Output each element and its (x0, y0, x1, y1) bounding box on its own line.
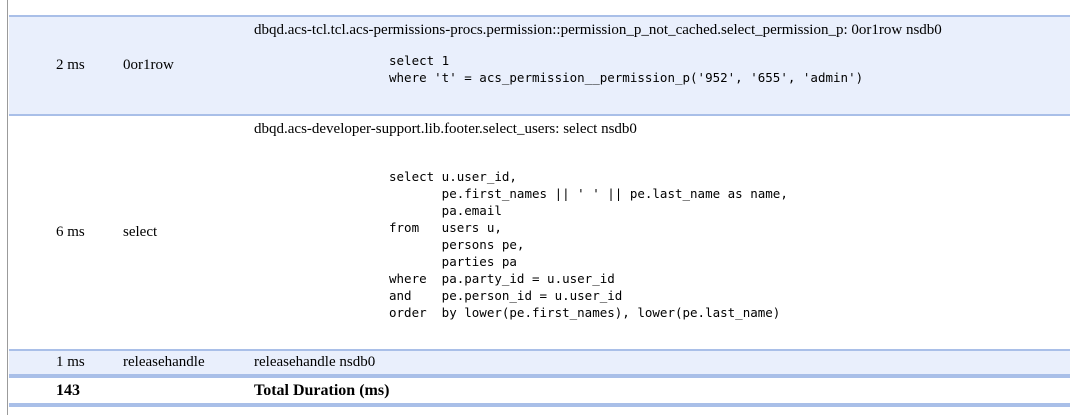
query-duration: 6 ms (56, 224, 85, 240)
table-row: 2 ms 0or1row dbqd.acs-tcl.tcl.acs-permis… (9, 16, 1070, 115)
window-frame-border (7, 0, 8, 415)
query-sql-text: select 1 where 't' = acs_permission__per… (389, 53, 864, 85)
table-row: 1 ms releasehandle releasehandle nsdb0 (9, 350, 1070, 376)
table-row: 6 ms select dbqd.acs-developer-support.l… (9, 115, 1070, 350)
query-title: releasehandle nsdb0 (254, 354, 376, 370)
sql-query-log-table: 2 ms 0or1row dbqd.acs-tcl.tcl.acs-permis… (9, 15, 1070, 407)
query-duration: 2 ms (56, 57, 85, 73)
total-duration-row: 143 Total Duration (ms) (9, 376, 1070, 405)
query-duration: 1 ms (56, 354, 85, 370)
query-type: 0or1row (123, 57, 174, 73)
query-sql-text: select u.user_id, pe.first_names || ' ' … (389, 169, 788, 320)
total-duration-label: Total Duration (ms) (254, 382, 390, 399)
query-title: dbqd.acs-developer-support.lib.footer.se… (254, 121, 637, 137)
total-duration-value: 143 (56, 382, 80, 399)
query-type: releasehandle (123, 354, 205, 370)
query-title: dbqd.acs-tcl.tcl.acs-permissions-procs.p… (254, 22, 942, 38)
query-type: select (123, 224, 158, 240)
